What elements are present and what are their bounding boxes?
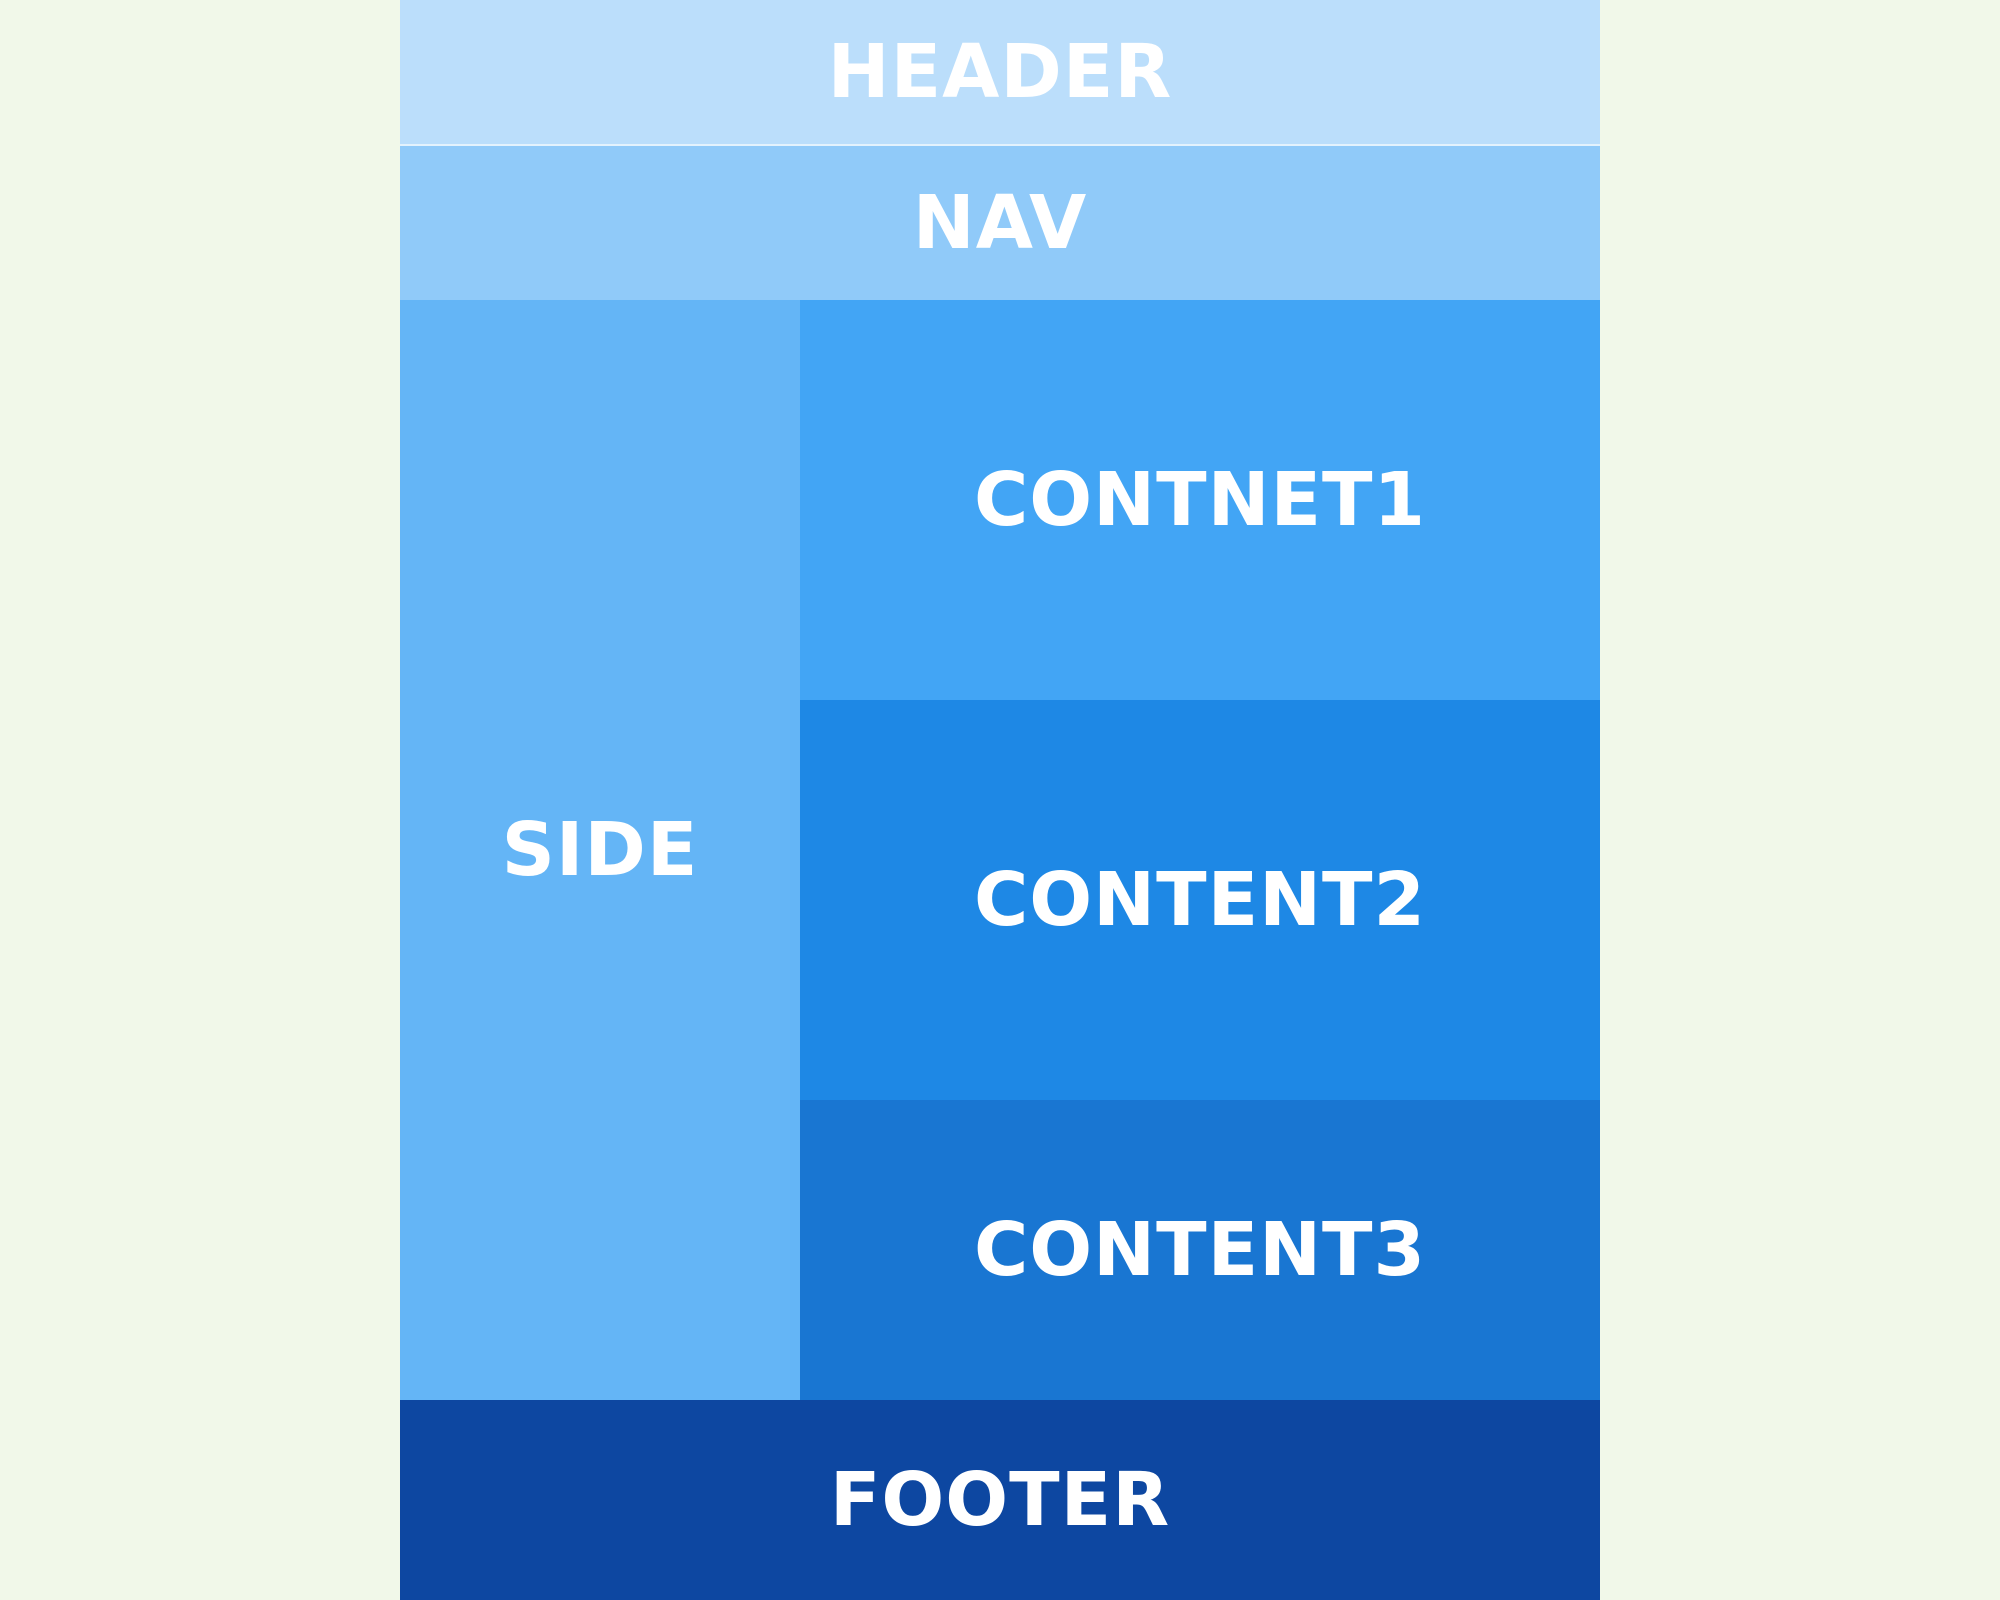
header-block: HEADER: [400, 0, 1600, 146]
footer-block: FOOTER: [400, 1400, 1600, 1600]
side-block: SIDE: [400, 300, 800, 1400]
content3-block: CONTENT3: [800, 1100, 1600, 1400]
side-label: SIDE: [501, 807, 699, 893]
nav-label: NAV: [912, 180, 1088, 266]
content2-block: CONTENT2: [800, 700, 1600, 1100]
footer-label: FOOTER: [829, 1457, 1171, 1543]
content1-label: CONTNET1: [973, 457, 1427, 543]
nav-block: NAV: [400, 146, 1600, 300]
page-layout-diagram: HEADER NAV SIDE CONTNET1 CONTENT2 CONTEN…: [400, 0, 1600, 1600]
content1-block: CONTNET1: [800, 300, 1600, 700]
content3-label: CONTENT3: [973, 1207, 1427, 1293]
header-label: HEADER: [827, 29, 1173, 115]
content2-label: CONTENT2: [973, 857, 1427, 943]
